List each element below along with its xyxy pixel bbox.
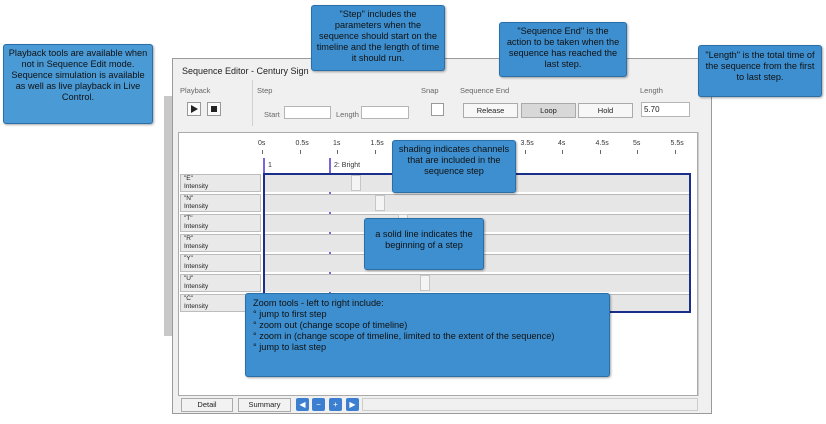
jump-last-icon[interactable]: ▶: [346, 398, 359, 411]
callout-playback: Playback tools are available when not in…: [3, 44, 153, 124]
timeline-tick-label: 0s: [258, 140, 266, 147]
jump-first-icon[interactable]: ◀: [296, 398, 309, 411]
summary-tab[interactable]: Summary: [238, 398, 291, 412]
zoom-in-icon[interactable]: +: [329, 398, 342, 411]
channel-parameter: Intensity: [184, 263, 209, 270]
channel-label[interactable]: "T"Intensity: [180, 214, 261, 232]
playback-group: [178, 80, 253, 126]
callout-length: "Length" is the total time of the sequen…: [698, 45, 822, 97]
channel-row[interactable]: [263, 274, 691, 292]
channel-name: "R": [184, 235, 194, 242]
timeline-tick-mark: [337, 150, 338, 154]
step-2-label: 2: Bright: [334, 162, 361, 169]
zoom-callout-item: ° zoom out (change scope of timeline): [253, 320, 408, 330]
timeline-tick-mark: [599, 150, 601, 154]
step-bar[interactable]: [420, 275, 430, 291]
callout-shading: shading indicates channels that are incl…: [392, 140, 516, 193]
step-1-label: 1: [268, 162, 272, 169]
playback-label: Playback: [180, 86, 211, 95]
channel-name: "N": [184, 195, 194, 202]
step-start-input[interactable]: [284, 106, 331, 119]
timeline-tick-label: 1s: [333, 140, 341, 147]
channel-name: "C": [184, 295, 194, 302]
step-bar[interactable]: [375, 195, 385, 211]
channel-parameter: Intensity: [184, 223, 209, 230]
hold-button[interactable]: Hold: [578, 103, 633, 118]
timeline-tick-label: 4.5s: [595, 140, 609, 147]
zoom-callout-item: ° jump to first step: [253, 309, 327, 319]
timeline-tick-label: 0.5s: [295, 140, 309, 147]
timeline-tick-label: 4s: [558, 140, 566, 147]
play-icon: [191, 105, 198, 113]
snap-checkbox[interactable]: [431, 103, 444, 116]
timeline-tick-label: 5s: [633, 140, 641, 147]
snap-label: Snap: [421, 86, 439, 95]
timeline-tick-mark: [674, 150, 676, 154]
channel-parameter: Intensity: [184, 303, 209, 310]
timeline-tick-label: 5.5s: [670, 140, 684, 147]
timeline-tick-label: 3.5s: [520, 140, 534, 147]
play-button[interactable]: [187, 102, 201, 116]
channel-row[interactable]: [263, 194, 691, 212]
timeline-tick-mark: [374, 150, 376, 154]
stop-icon: [211, 106, 217, 112]
callout-step: "Step" includes the parameters when the …: [311, 5, 445, 71]
stop-button[interactable]: [207, 102, 221, 116]
callout-solid-line: a solid line indicates the beginning of …: [364, 218, 484, 270]
channel-name: "T": [184, 215, 193, 222]
step-label: Step: [257, 86, 273, 95]
background-app-strip: [164, 96, 172, 336]
channel-label[interactable]: "U"Intensity: [180, 274, 261, 292]
zoom-out-icon[interactable]: −: [312, 398, 325, 411]
detail-tab[interactable]: Detail: [181, 398, 233, 412]
channel-label[interactable]: "R"Intensity: [180, 234, 261, 252]
channel-name: "E": [184, 175, 193, 182]
timeline-tick-label: 1.5s: [370, 140, 384, 147]
vertical-scrollbar[interactable]: [698, 132, 709, 396]
channel-name: "Y": [184, 255, 193, 262]
callout-sequence-end: "Sequence End" is the action to be taken…: [499, 22, 627, 77]
zoom-callout-item: ° zoom in (change scope of timeline, lim…: [253, 331, 555, 341]
zoom-callout-title: Zoom tools - left to right include:: [253, 298, 384, 308]
release-button[interactable]: Release: [463, 103, 518, 118]
timeline-tick-mark: [262, 150, 263, 154]
timeline-tick-mark: [562, 150, 563, 154]
channel-parameter: Intensity: [184, 283, 209, 290]
channel-label[interactable]: "N"Intensity: [180, 194, 261, 212]
step-length-label: Length: [336, 110, 359, 119]
step-start-label: Start: [264, 110, 280, 119]
timeline-tick-mark: [637, 150, 638, 154]
channel-label[interactable]: "E"Intensity: [180, 174, 261, 192]
zoom-callout-item: ° jump to last step: [253, 342, 327, 352]
step-bar[interactable]: [351, 175, 361, 191]
channel-label[interactable]: "Y"Intensity: [180, 254, 261, 272]
length-input[interactable]: 5.70: [641, 102, 690, 117]
horizontal-scrollbar[interactable]: [362, 398, 698, 411]
channel-name: "U": [184, 275, 194, 282]
window-title: Sequence Editor - Century Sign: [182, 66, 309, 76]
channel-parameter: Intensity: [184, 243, 209, 250]
step-length-input[interactable]: [361, 106, 409, 119]
channel-parameter: Intensity: [184, 183, 209, 190]
length-label: Length: [640, 86, 663, 95]
sequence-end-label: Sequence End: [460, 86, 510, 95]
timeline-tick-mark: [524, 150, 526, 154]
loop-button[interactable]: Loop: [521, 103, 576, 118]
channel-parameter: Intensity: [184, 203, 209, 210]
timeline-tick-mark: [299, 150, 301, 154]
callout-zoom-tools: Zoom tools - left to right include: ° ju…: [245, 293, 610, 377]
